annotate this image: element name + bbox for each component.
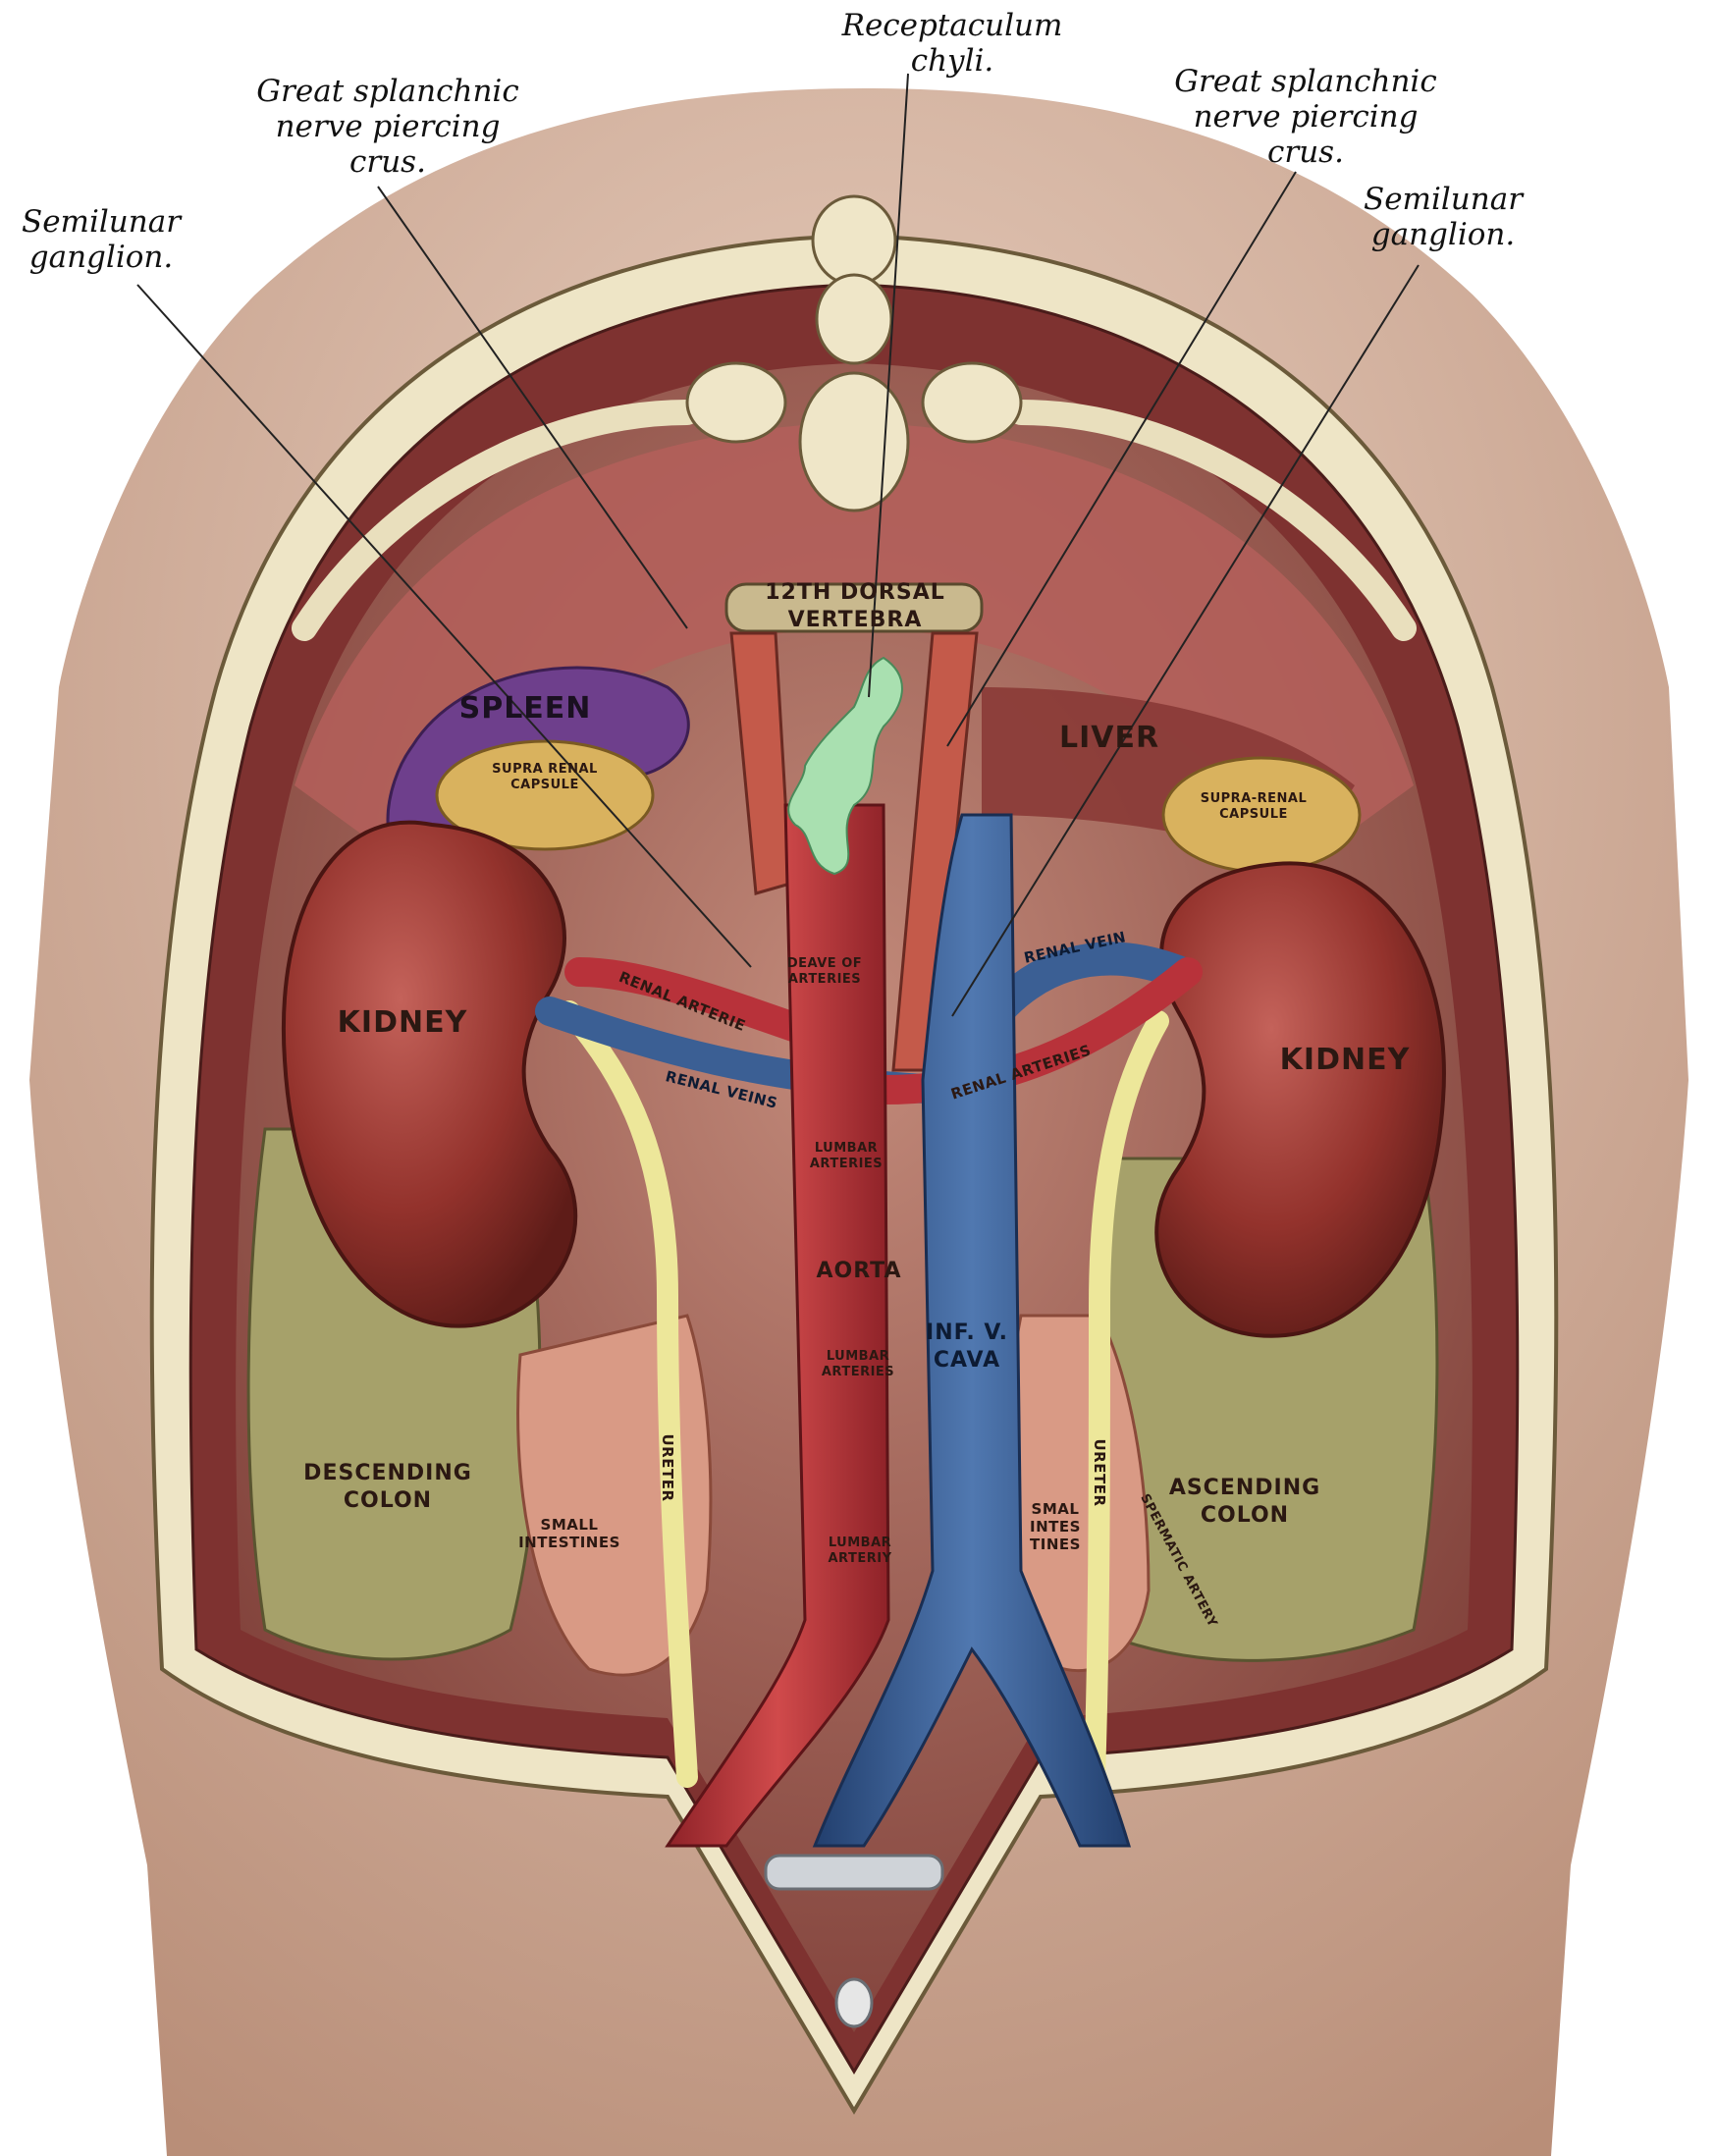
label-supra-renal-left: SUPRA RENAL CAPSULE (492, 762, 598, 792)
umbilicus (834, 1977, 874, 2028)
label-lumbar-arteries-1: LUMBAR ARTERIES (809, 1141, 884, 1171)
rib-right (1008, 400, 1417, 641)
label-spleen: SPLEEN (458, 691, 592, 726)
rib-left (292, 400, 700, 641)
callout-semilunar-ganglion-left: Semilunar ganglion. (21, 204, 182, 275)
label-small-intestines-right: SMAL INTES TINES (1030, 1500, 1081, 1553)
label-ureter-right: URETER (1091, 1438, 1108, 1507)
label-descending-colon: DESCENDING COLON (303, 1461, 472, 1513)
label-liver: LIVER (1058, 721, 1160, 755)
label-kidney-left: KIDNEY (337, 1005, 468, 1040)
label-lumbar-artery-3: LUMBAR ARTERIY (828, 1536, 892, 1566)
label-aorta: AORTA (816, 1259, 902, 1283)
label-inf-vena-cava: INF. V. CAVA (926, 1321, 1008, 1373)
label-lumbar-arteries-2: LUMBAR ARTERIES (821, 1349, 895, 1379)
leader-lines (136, 73, 1420, 1017)
label-kidney-right: KIDNEY (1279, 1043, 1411, 1077)
ureter-left-shape (559, 1000, 698, 1788)
label-supra-renal-right: SUPRA-RENAL CAPSULE (1200, 791, 1308, 822)
callout-receptaculum-chyli: Receptaculum chyli. (841, 8, 1063, 79)
ureter-right-shape (1084, 1010, 1169, 1788)
label-small-intestines-left: SMALL INTESTINES (518, 1516, 620, 1551)
callout-semilunar-ganglion-right: Semilunar ganglion. (1363, 182, 1524, 252)
kidney-left-shape (282, 820, 578, 1328)
pelvic-clip (764, 1854, 944, 1891)
label-celiac: DEAVE OF ARTERIES (786, 956, 863, 987)
receptaculum-chyli-shape (787, 656, 903, 876)
aorta-shape (665, 803, 890, 1848)
label-ascending-colon: ASCENDING COLON (1168, 1476, 1321, 1528)
vena-cava-shape (812, 813, 1132, 1848)
adrenal-left-shape (435, 739, 655, 851)
label-vertebra: 12TH DORSAL VERTEBRA (765, 580, 945, 632)
label-ureter-left: URETER (659, 1433, 676, 1502)
renal-artery-left-shape (564, 957, 820, 1046)
callout-splanchnic-left: Great splanchnic nerve piercing crus. (256, 74, 519, 180)
callout-splanchnic-right: Great splanchnic nerve piercing crus. (1174, 64, 1437, 170)
vertebra-shape (685, 194, 1023, 633)
diaphragm (295, 422, 1414, 864)
